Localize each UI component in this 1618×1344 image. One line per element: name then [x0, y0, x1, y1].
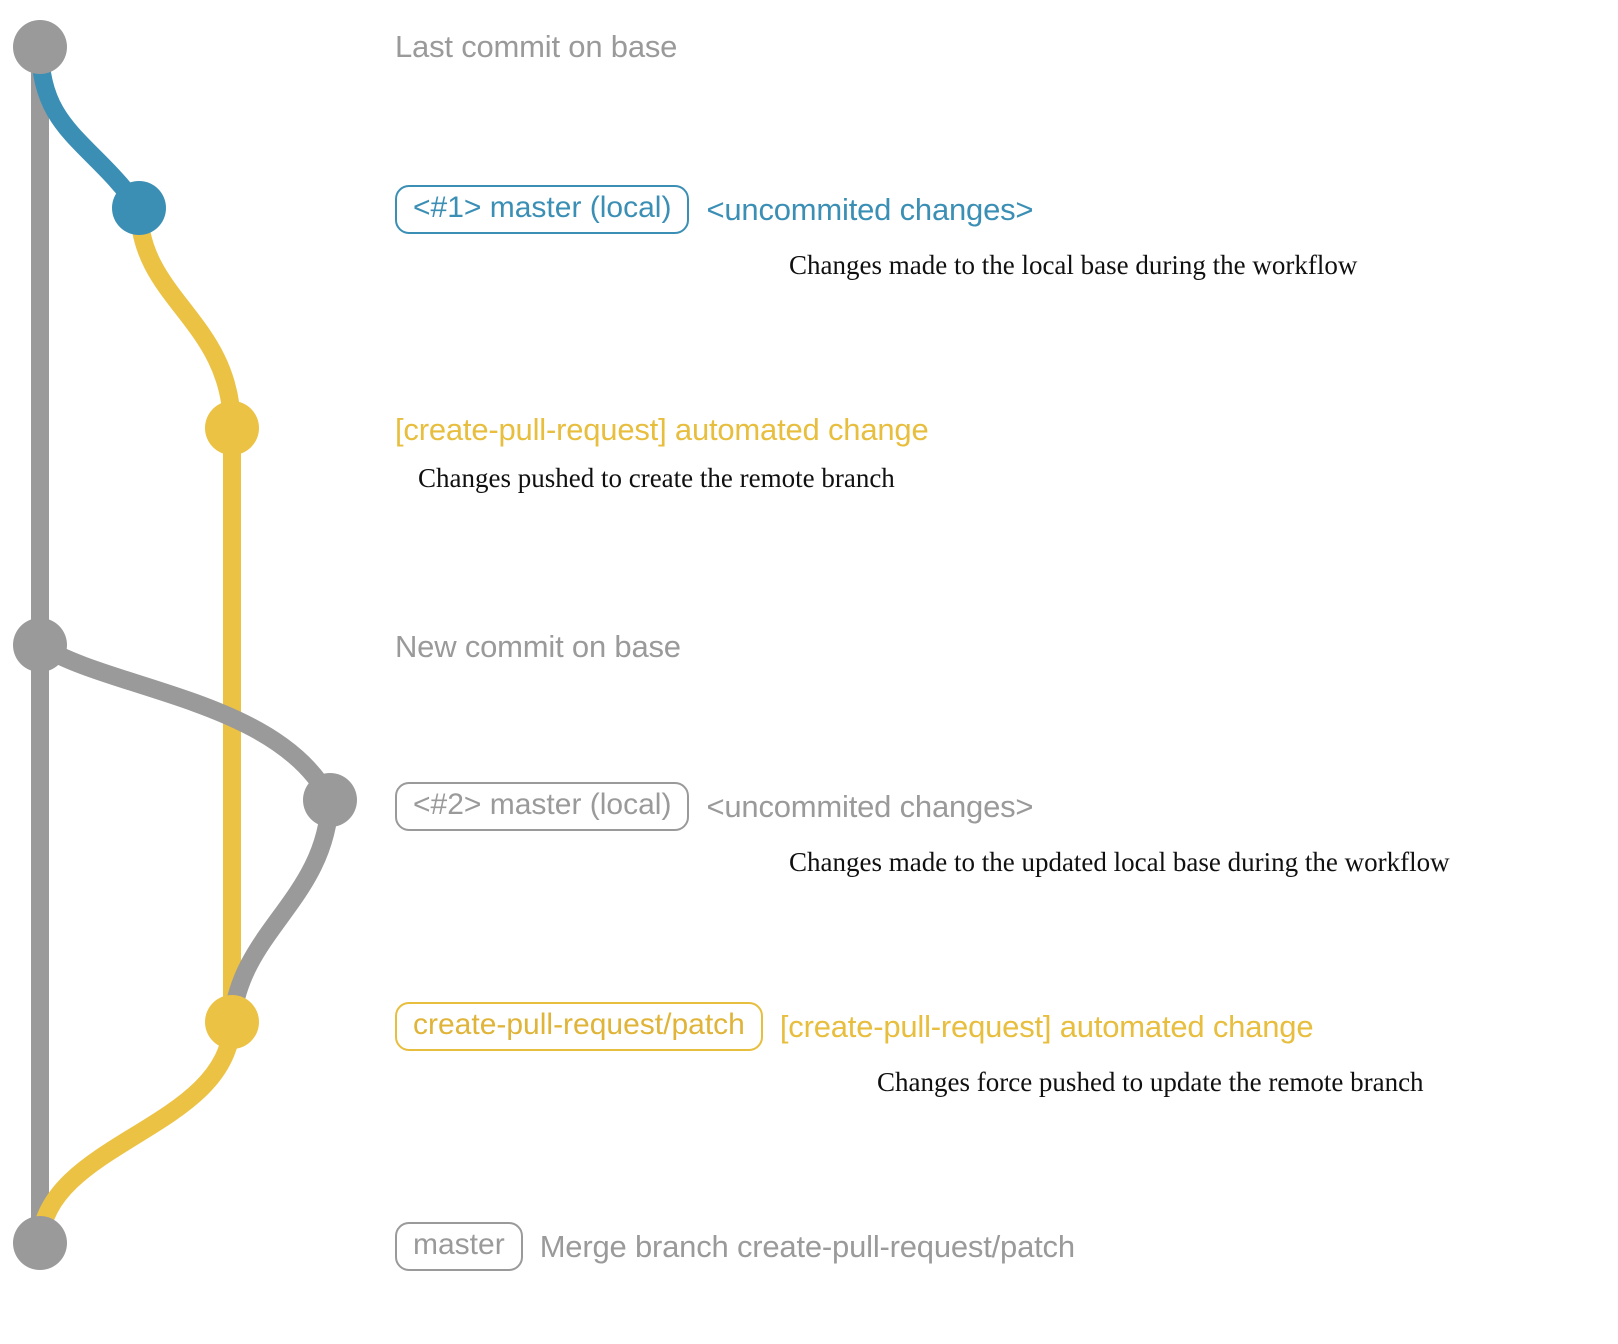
- branch-badge-create-pull-request-patch[interactable]: create-pull-request/patch: [395, 1002, 763, 1051]
- lane-local2-to-patch2: [223, 791, 339, 1031]
- git-graph: [13, 20, 357, 1270]
- branch-badge-master-local-2[interactable]: <#2> master (local): [395, 782, 690, 831]
- local-master-1-node[interactable]: [112, 181, 166, 235]
- row-headline: Last commit on base: [395, 29, 678, 64]
- lane-local-blue: [31, 38, 148, 217]
- automated-change-1-node[interactable]: [205, 401, 259, 455]
- last-commit-on-base-node[interactable]: [13, 20, 67, 74]
- row-description: Changes pushed to create the remote bran…: [418, 462, 895, 493]
- row-last-commit-on-base: Last commit on base: [395, 29, 678, 64]
- row-headline: New commit on base: [395, 629, 681, 664]
- branch-badge-master[interactable]: master: [395, 1222, 523, 1271]
- row-description: Changes force pushed to update the remot…: [877, 1067, 1424, 1097]
- commit-message: Merge branch create-pull-request/patch: [539, 1229, 1075, 1264]
- commit-message: <uncommited changes>: [706, 192, 1034, 227]
- commit-message: [create-pull-request] automated change: [779, 1009, 1314, 1044]
- row-new-commit-on-base: New commit on base: [395, 629, 681, 664]
- row-description: Changes made to the updated local base d…: [789, 847, 1450, 877]
- row-master-local-2: <#2> master (local) <uncommited changes>…: [395, 782, 1450, 876]
- row-master-local-1: <#1> master (local) <uncommited changes>…: [395, 185, 1357, 279]
- lane-local2-gray: [31, 636, 339, 809]
- merge-commit-node[interactable]: [13, 1216, 67, 1270]
- branch-badge-master-local-1[interactable]: <#1> master (local): [395, 185, 690, 234]
- row-description: Changes made to the local base during th…: [789, 250, 1358, 280]
- lane-patch-yellow-upper: [130, 199, 241, 437]
- commit-message: <uncommited changes>: [706, 789, 1034, 824]
- label-line: <#2> master (local) <uncommited changes>: [395, 782, 1450, 831]
- row-automated-change-1: [create-pull-request] automated change C…: [395, 412, 929, 493]
- row-headline: [create-pull-request] automated change: [395, 412, 929, 447]
- lane-patch-merge: [31, 1013, 241, 1252]
- row-automated-change-2: create-pull-request/patch [create-pull-r…: [395, 1002, 1424, 1096]
- label-line: <#1> master (local) <uncommited changes>: [395, 185, 1357, 234]
- label-line: create-pull-request/patch [create-pull-r…: [395, 1002, 1424, 1051]
- new-commit-on-base-node[interactable]: [13, 618, 67, 672]
- label-line: master Merge branch create-pull-request/…: [395, 1222, 1075, 1271]
- row-merge-commit: master Merge branch create-pull-request/…: [395, 1222, 1075, 1271]
- local-master-2-node[interactable]: [303, 773, 357, 827]
- automated-change-2-node[interactable]: [205, 995, 259, 1049]
